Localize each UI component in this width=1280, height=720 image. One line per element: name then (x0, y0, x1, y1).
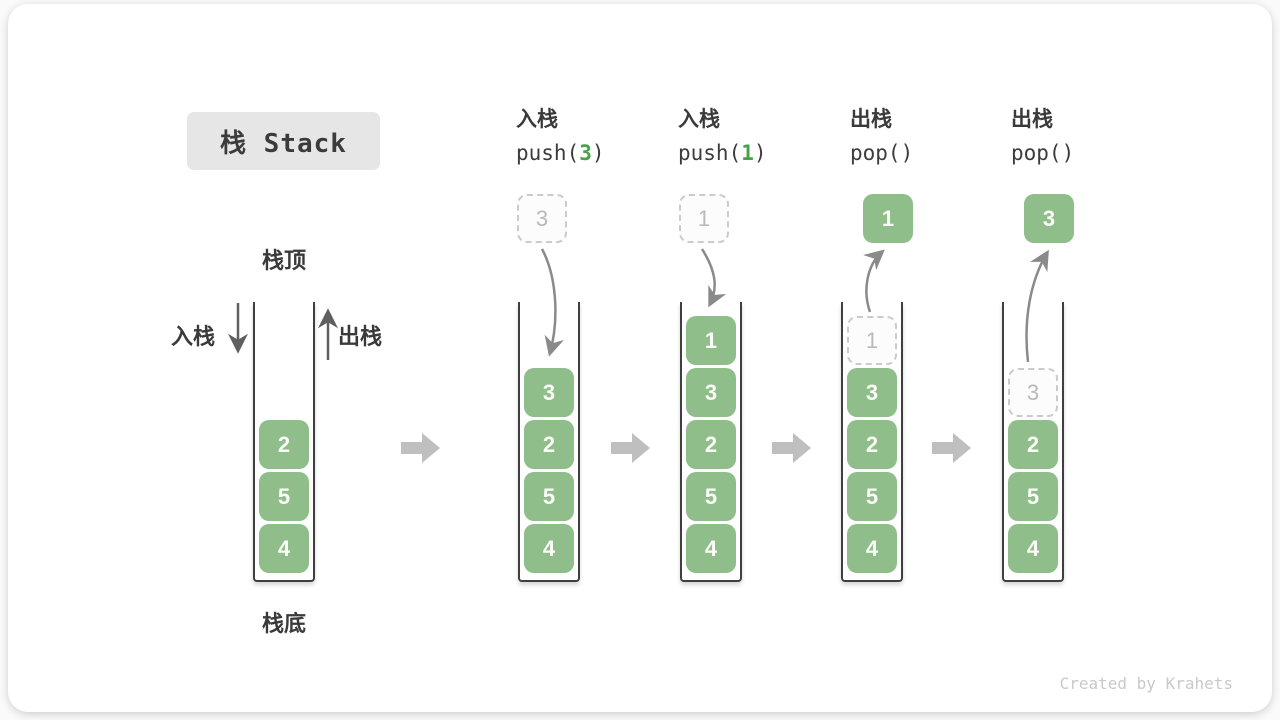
operation-code: push(1) (678, 141, 767, 165)
stack-cell: 4 (847, 524, 897, 573)
stack-cell: 5 (847, 472, 897, 521)
stack-cell: 4 (686, 524, 736, 573)
stack-top-label: 栈顶 (261, 248, 306, 273)
operation-label-chinese: 出栈 (850, 108, 892, 131)
stack-cell: 5 (1008, 472, 1058, 521)
popped-value-box: 1 (863, 194, 913, 243)
operation-label: 入栈 push(3) (516, 107, 605, 166)
stack-cell: 2 (259, 420, 309, 469)
stack-cell: 4 (259, 524, 309, 573)
stack-cell: 4 (524, 524, 574, 573)
operation-label-chinese: 入栈 (678, 108, 720, 131)
stack-cell: 1 (686, 316, 736, 365)
stack-cell: 2 (524, 420, 574, 469)
operation-label: 出栈 pop() (1011, 107, 1074, 166)
stack-bottom-label: 栈底 (261, 611, 306, 636)
pop-side-label: 出栈 (338, 324, 383, 349)
operation-code-argument: 1 (741, 141, 754, 165)
stack-cell: 5 (524, 472, 574, 521)
diagram-title: 栈 Stack (187, 112, 380, 170)
operation-label: 入栈 push(1) (678, 107, 767, 166)
operation-code-argument: 3 (579, 141, 592, 165)
pushed-value-box: 1 (679, 194, 729, 243)
stack-cell: 2 (1008, 420, 1058, 469)
operation-code: push(3) (516, 141, 605, 165)
operation-label-chinese: 出栈 (1011, 108, 1053, 131)
stack-cell-ghost: 3 (1008, 368, 1058, 417)
diagram-card (8, 4, 1272, 712)
stack-cell: 5 (259, 472, 309, 521)
stack-cell: 3 (686, 368, 736, 417)
operation-code: pop() (1011, 141, 1075, 165)
stack-cell-ghost: 1 (847, 316, 897, 365)
stack-cell: 2 (686, 420, 736, 469)
stack-cell: 3 (847, 368, 897, 417)
watermark: Created by Krahets (1059, 674, 1233, 693)
operation-label-chinese: 入栈 (516, 108, 558, 131)
stack-cell: 2 (847, 420, 897, 469)
operation-label: 出栈 pop() (850, 107, 913, 166)
popped-value-box: 3 (1024, 194, 1074, 243)
stack-cell: 3 (524, 368, 574, 417)
push-side-label: 入栈 (171, 324, 216, 349)
pushed-value-box: 3 (517, 194, 567, 243)
stack-cell: 4 (1008, 524, 1058, 573)
operation-code: pop() (850, 141, 914, 165)
stack-cell: 5 (686, 472, 736, 521)
